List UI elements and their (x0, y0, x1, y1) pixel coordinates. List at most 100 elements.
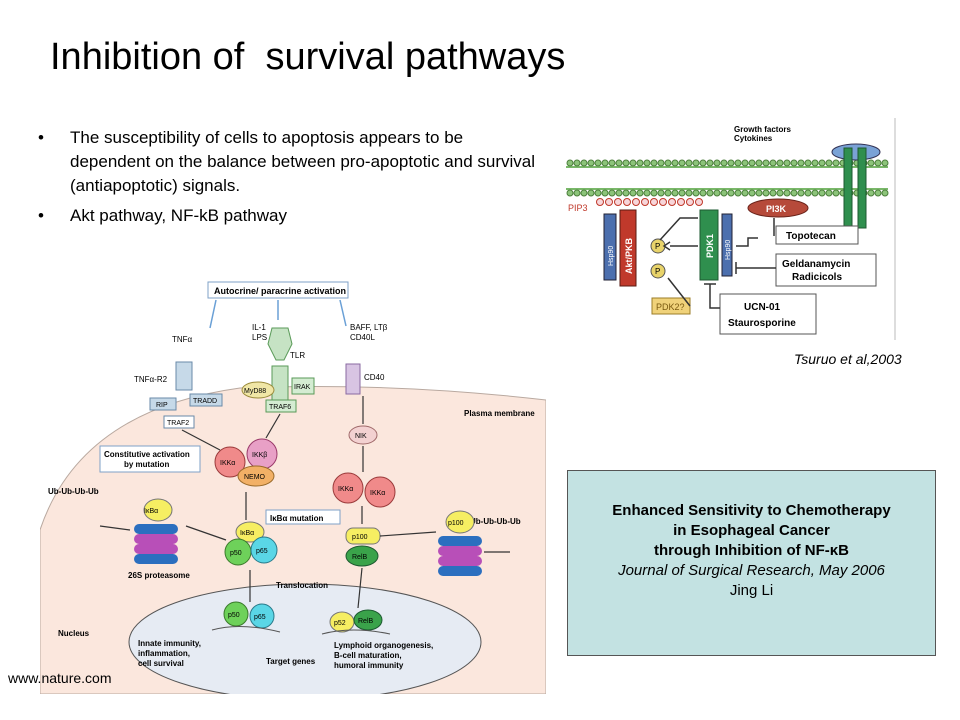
phospho-node (650, 263, 666, 279)
nfkb-pathway-figure: Autocrine/ paracrine activation TNFα IL-… (40, 270, 546, 694)
il1-label: IL-1 (252, 323, 266, 332)
pdk2-label: PDK2? (656, 302, 685, 312)
p50-label: p50 (230, 550, 242, 557)
plasma-membrane-label: Plasma membrane (464, 409, 535, 418)
innate-line1: Innate immunity, (138, 639, 201, 648)
topotecan-label: Topotecan (786, 231, 836, 242)
ikka-node (364, 476, 396, 508)
baff-label: BAFF, LTβ (350, 323, 388, 332)
bullet-item: The susceptibility of cells to apoptosis… (38, 126, 538, 198)
pdk1-label: PDK1 (705, 234, 715, 258)
lps-label: LPS (252, 333, 267, 342)
cd40-receptor (345, 363, 361, 395)
activation-label: Autocrine/ paracrine activation (214, 286, 346, 296)
tsuruo-citation: Tsuruo et al,2003 (794, 351, 902, 367)
by-mutation-label: by mutation (124, 460, 169, 469)
pip3-label: PIP3 (568, 203, 588, 213)
ucn01-label: UCN-01 (744, 302, 781, 313)
tnfar2-label: TNFα-R2 (134, 375, 168, 384)
ikba-label: IκBα (240, 530, 254, 537)
p52-label: p52 (334, 620, 346, 627)
phospho-label: P (655, 267, 660, 276)
dna-strands (211, 625, 391, 635)
pdk1-node (699, 209, 719, 281)
relb-node (345, 545, 379, 567)
hsp90-label: Hsp90 (608, 246, 615, 266)
p100-label: p100 (352, 534, 368, 541)
traf6-node (265, 399, 297, 413)
ikka-label: IKKα (370, 490, 385, 497)
traf2-label: TRAF2 (167, 420, 189, 427)
p65-label: p65 (256, 548, 268, 555)
growth-factors-label: Growth factors (734, 125, 791, 134)
membrane-bilayer (566, 166, 888, 190)
innate-line3: cell survival (138, 659, 184, 668)
nemo-label: NEMO (244, 474, 266, 481)
growth-factor-receptor (831, 143, 881, 229)
radicicols-label: Radicicols (792, 272, 842, 283)
relb-node (353, 609, 383, 631)
slide-title: Inhibition of survival pathways (50, 36, 566, 78)
myd88-node (241, 381, 275, 399)
pathway-arrows (659, 217, 776, 309)
tnfar2-receptor (175, 361, 193, 391)
tlr-label: TLR (290, 351, 305, 360)
hsp90-node (603, 213, 617, 281)
lymph-line2: B-cell maturation, (334, 651, 402, 660)
nfkb-arrows (99, 396, 510, 609)
tnfa-label: TNFα (172, 335, 193, 344)
p65-node (250, 536, 278, 564)
pi3k-akt-pathway-figure: Growth factors Cytokines PIP3 PI3K Hsp90… (560, 118, 896, 340)
nucleus (128, 583, 482, 694)
reference-title-line3: through Inhibition of NF-κB (654, 542, 849, 559)
ikkb-label: IKKβ (252, 452, 267, 459)
tradd-label: TRADD (193, 398, 217, 405)
tlr-receptor (271, 365, 289, 401)
hsp90-label: Hsp90 (725, 240, 732, 260)
translocation-label: Translocation (276, 581, 328, 590)
reference-title-line2: in Esophageal Cancer (673, 522, 830, 539)
irak-label: IRAK (294, 384, 311, 391)
rip-node (149, 397, 177, 411)
p50-label: p50 (228, 612, 240, 619)
ikka-node (214, 446, 246, 478)
phospho-label: P (655, 242, 660, 251)
ikka-node (332, 472, 364, 504)
p100-label: p100 (448, 520, 464, 527)
cd40l-label: CD40L (350, 333, 375, 342)
ubiquitin-chain-label: Ub-Ub-Ub-Ub (470, 517, 521, 526)
tradd-node (189, 393, 223, 407)
ucn01-box (719, 293, 817, 335)
p65-label: p65 (254, 614, 266, 621)
ubiquitin-chain-label: Ub-Ub-Ub-Ub (48, 487, 99, 496)
geldanamycin-box (775, 253, 877, 287)
geldanamycin-label: Geldanamycin (782, 259, 850, 270)
nucleus-label: Nucleus (58, 629, 90, 638)
proteasome-right (438, 510, 482, 576)
target-genes-label: Target genes (266, 657, 316, 666)
relb-label: RelB (352, 554, 368, 561)
bullet-item: Akt pathway, NF-kB pathway (38, 204, 538, 228)
bullet-list: The susceptibility of cells to apoptosis… (38, 126, 538, 234)
akt-node (619, 209, 637, 287)
cd40-label: CD40 (364, 373, 385, 382)
reference-box: Enhanced Sensitivity to Chemotherapy in … (567, 470, 936, 656)
nik-node (348, 425, 378, 445)
traf6-label: TRAF6 (269, 404, 291, 411)
relb-label: RelB (358, 618, 374, 625)
nature-credit: www.nature.com (8, 670, 112, 686)
pi3k-label: PI3K (766, 204, 787, 214)
rip-label: RIP (156, 402, 168, 409)
reference-author: Jing Li (729, 582, 774, 599)
ikba-node (235, 521, 265, 543)
hsp90-node (721, 213, 733, 277)
ikba-mutation-label: IκBα mutation (270, 514, 323, 523)
nemo-node (237, 465, 275, 487)
reference-title-line1: Enhanced Sensitivity to Chemotherapy (612, 502, 891, 519)
topotecan-box (775, 225, 859, 245)
pi3k-node (747, 198, 809, 218)
constitutive-label: Constitutive activation (104, 450, 190, 459)
ikba-mutation-box (265, 509, 341, 525)
proteasome-label: 26S proteasome (128, 571, 190, 580)
ikba-label: IκBα (144, 508, 158, 515)
